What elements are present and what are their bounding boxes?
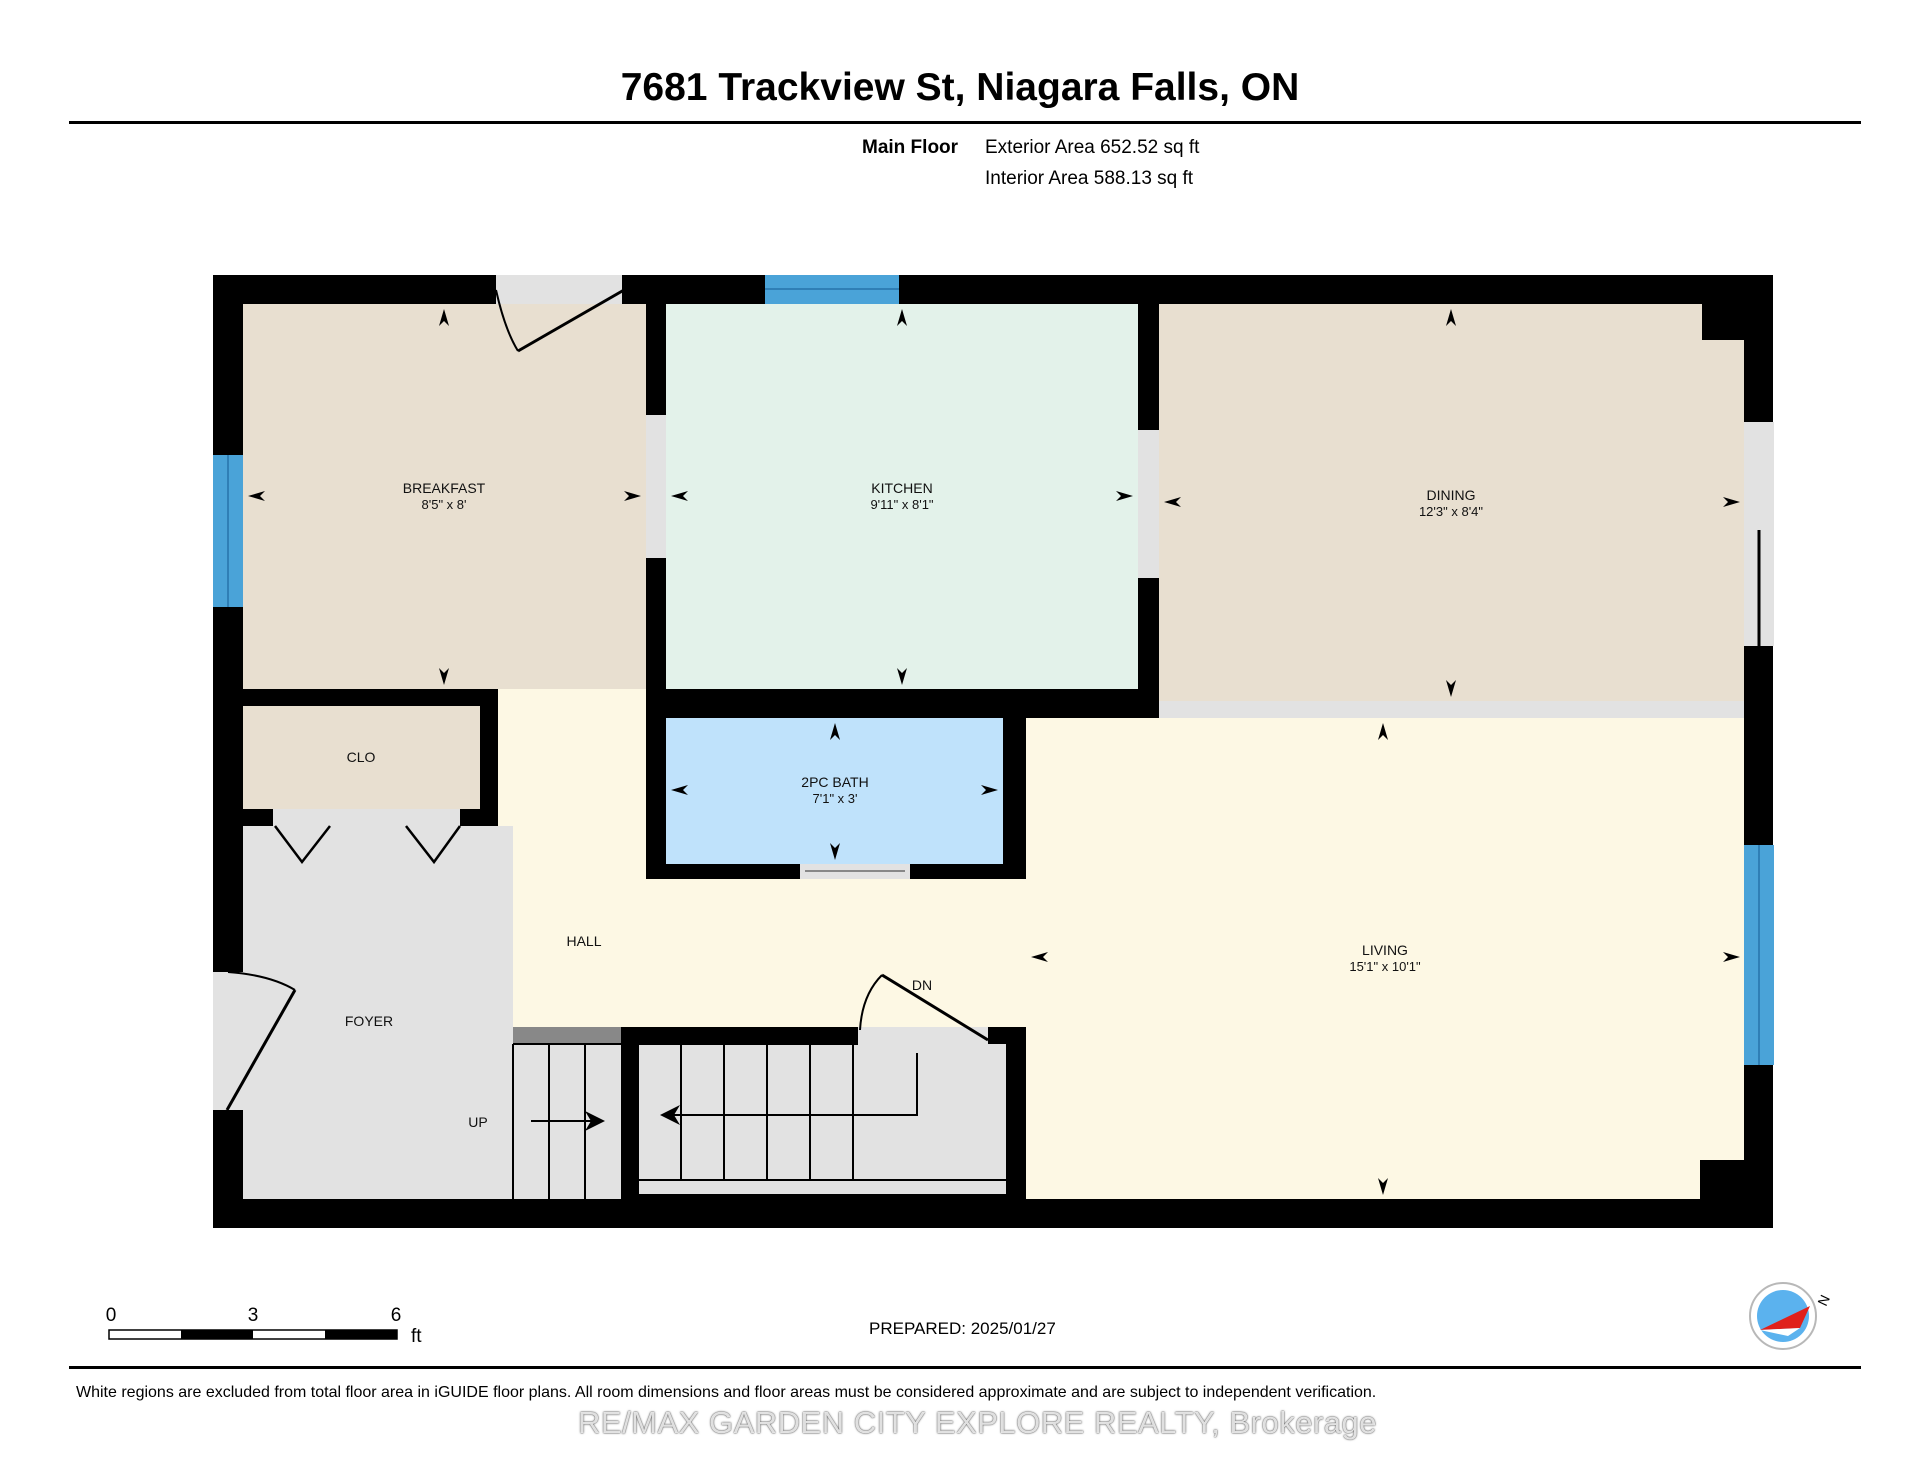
label-stairs-up: UP	[468, 1114, 487, 1130]
scale-label-6: 6	[391, 1305, 402, 1326]
door-stair-down-arc	[859, 974, 883, 1031]
opening-dining-living	[1159, 701, 1744, 718]
exterior-area: Exterior Area 652.52 sq ft	[985, 137, 1200, 158]
room-kitchen[interactable]	[666, 304, 1138, 689]
opening-clo-doors	[273, 809, 460, 826]
label-dining: DINING	[1427, 487, 1476, 503]
compass-label: N	[1814, 1292, 1833, 1308]
label-clo: CLO	[347, 749, 376, 765]
wall-clo-right	[480, 689, 498, 826]
prepared-date: PREPARED: 2025/01/27	[869, 1319, 1056, 1338]
label-foyer: FOYER	[345, 1013, 393, 1029]
scale-bar: 0 3 6 ft	[106, 1305, 423, 1347]
room-clo[interactable]	[243, 706, 480, 809]
stairs-down-area	[638, 1044, 1006, 1194]
interior-area: Interior Area 588.13 sq ft	[985, 168, 1194, 189]
door-front	[225, 989, 297, 1111]
door-clo-right	[405, 825, 462, 865]
wall-living-corner	[1700, 1160, 1744, 1199]
wall-dining-corner	[1702, 304, 1744, 340]
dim-breakfast: 8'5" x 8'	[422, 497, 467, 512]
door-clo-left	[274, 825, 331, 865]
opening-kitchen-dining	[1138, 430, 1159, 578]
opening-breakfast-door	[496, 275, 622, 304]
wall-bath-right	[1003, 689, 1026, 879]
top-rule	[69, 121, 1861, 124]
scale-label-3: 3	[248, 1305, 259, 1326]
label-stairs-down: DN	[912, 977, 932, 993]
scale-unit: ft	[411, 1326, 422, 1347]
wall-bath-left	[646, 689, 666, 879]
opening-front-door	[213, 972, 243, 1110]
room-dining[interactable]	[1159, 304, 1744, 701]
compass-needle-icon	[1760, 1306, 1810, 1330]
opening-stair-down	[858, 1027, 988, 1044]
door-stair-down	[881, 973, 989, 1042]
dim-kitchen: 9'11" x 8'1"	[870, 497, 933, 512]
compass: N	[1749, 1282, 1833, 1350]
label-kitchen: KITCHEN	[871, 480, 932, 496]
address-title: 7681 Trackview St, Niagara Falls, ON	[620, 66, 1300, 109]
label-breakfast: BREAKFAST	[403, 480, 486, 496]
room-bath[interactable]	[666, 718, 1003, 864]
label-living: LIVING	[1362, 942, 1408, 958]
brokerage-watermark: RE/MAX GARDEN CITY EXPLORE REALTY, Broke…	[578, 1405, 1377, 1440]
room-foyer[interactable]	[243, 826, 513, 1199]
scale-label-0: 0	[106, 1305, 117, 1326]
label-hall: HALL	[566, 933, 601, 949]
wall-stair-right	[1006, 1027, 1026, 1199]
room-hall-ext	[498, 880, 1026, 1027]
dimension-arrows	[248, 309, 1740, 1195]
bottom-rule	[69, 1366, 1861, 1369]
room-living[interactable]	[1026, 718, 1744, 1199]
stairs-down-treads	[637, 1043, 1006, 1194]
stairs-up-top	[513, 1027, 621, 1044]
dim-bath: 7'1" x 3'	[813, 791, 858, 806]
stairs-down-arrow	[660, 1053, 918, 1125]
opening-breakfast-kitchen	[646, 415, 666, 558]
dim-dining: 12'3" x 8'4"	[1419, 504, 1483, 519]
door-breakfast-arc	[495, 289, 519, 352]
wall-clo-top	[213, 689, 498, 706]
dim-living: 15'1" x 10'1"	[1349, 959, 1421, 974]
label-bath: 2PC BATH	[801, 774, 868, 790]
wall-kitchen-bottom	[646, 689, 1159, 718]
room-breakfast[interactable]	[243, 304, 646, 689]
stairs-up-area	[513, 1027, 621, 1199]
door-front-arc	[227, 971, 296, 991]
floor-name: Main Floor	[862, 137, 959, 158]
door-breakfast	[517, 288, 625, 353]
wall-stair-divider	[621, 1027, 638, 1199]
disclaimer: White regions are excluded from total fl…	[76, 1384, 1377, 1401]
